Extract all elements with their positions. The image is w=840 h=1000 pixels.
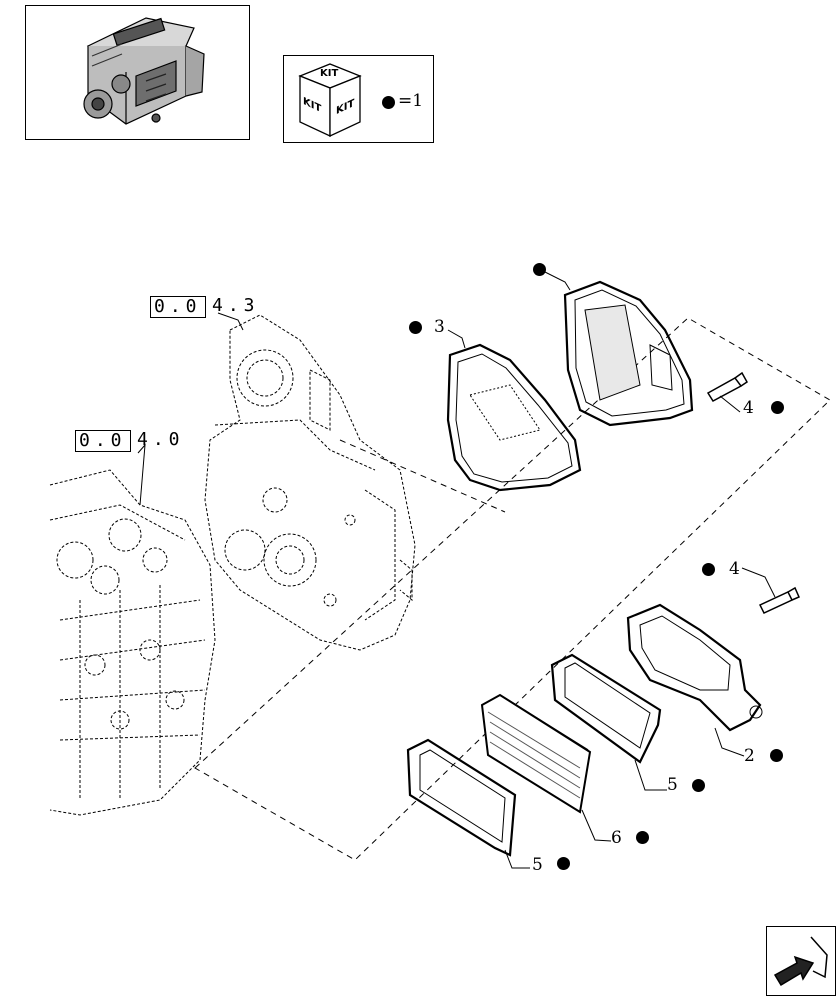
gasket-part-5-left bbox=[406, 738, 517, 857]
front-cover-outline bbox=[204, 314, 416, 651]
kit-top-label: KIT bbox=[320, 68, 339, 79]
callout-number: 6 bbox=[611, 828, 622, 848]
callout-number: 4 bbox=[729, 559, 740, 579]
callout-number: 2 bbox=[744, 746, 755, 766]
gasket-part-3 bbox=[446, 343, 582, 492]
callout-number: 4 bbox=[743, 398, 754, 418]
assembly-outline bbox=[194, 317, 831, 861]
filter-part-6 bbox=[480, 693, 592, 814]
next-page-arrow-icon bbox=[773, 936, 828, 987]
kit-dot-icon bbox=[771, 401, 784, 414]
reference-suffix-upper: 4.3 bbox=[212, 295, 260, 316]
kit-dot-icon bbox=[636, 831, 649, 844]
callout-number: 5 bbox=[667, 775, 678, 795]
bolt-part-4-upper bbox=[706, 371, 748, 402]
kit-dot-icon bbox=[382, 96, 395, 109]
kit-dot-icon bbox=[533, 263, 546, 276]
kit-legend: KIT KIT KIT =1 bbox=[283, 55, 434, 143]
next-page-button[interactable] bbox=[766, 926, 836, 996]
gasket-part-5-right bbox=[550, 653, 662, 764]
kit-dot-icon bbox=[692, 779, 705, 792]
engine-thumbnail-icon bbox=[83, 17, 205, 125]
cover-plate-upper bbox=[563, 280, 694, 427]
callout-number: 5 bbox=[532, 855, 543, 875]
bolt-part-4-lower bbox=[758, 586, 800, 614]
kit-equals-text: =1 bbox=[398, 91, 424, 111]
reference-box-upper[interactable]: 0.0 bbox=[150, 296, 206, 318]
kit-cube-icon bbox=[298, 63, 362, 138]
kit-dot-icon bbox=[557, 857, 570, 870]
kit-dot-icon bbox=[770, 749, 783, 762]
callout-number: 3 bbox=[434, 317, 445, 337]
housing-part-2 bbox=[626, 603, 763, 732]
engine-thumbnail bbox=[25, 5, 250, 140]
kit-dot-icon bbox=[702, 563, 715, 576]
reference-suffix-lower: 4.0 bbox=[137, 429, 185, 450]
engine-block-outline bbox=[49, 469, 216, 816]
kit-dot-icon bbox=[409, 321, 422, 334]
reference-box-lower[interactable]: 0.0 bbox=[75, 430, 131, 452]
